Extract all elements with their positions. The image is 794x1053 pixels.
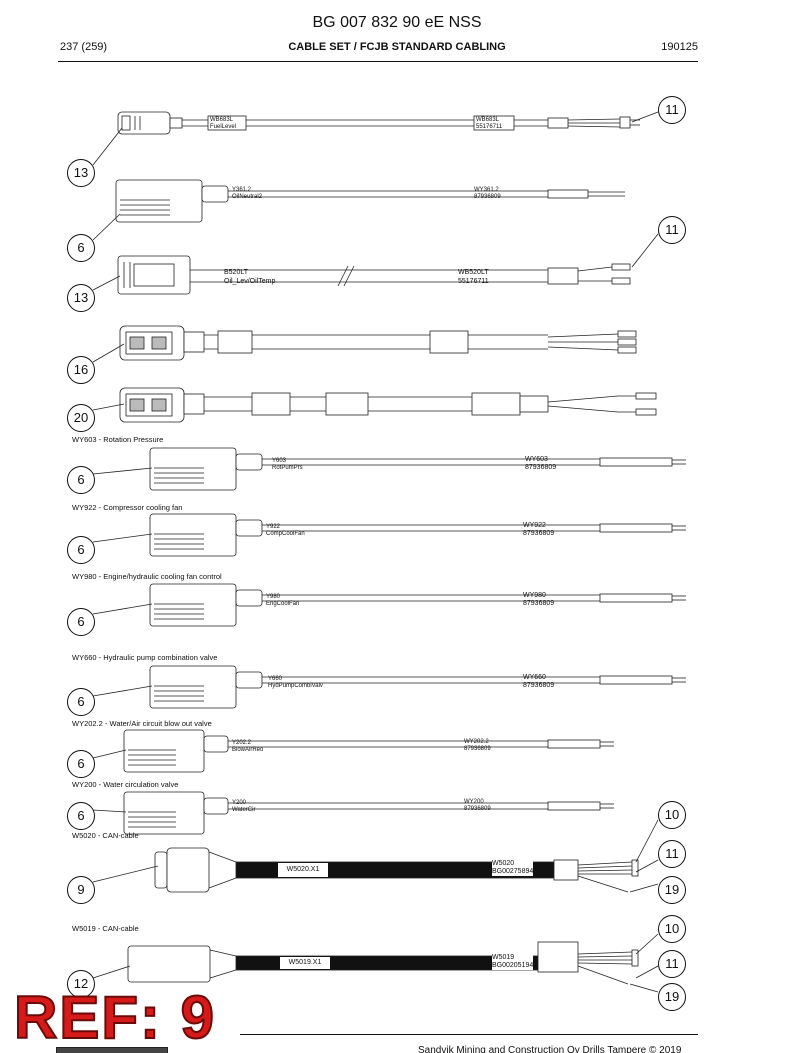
callout-balloon: 12	[67, 970, 95, 998]
callout-balloon: 19	[658, 876, 686, 904]
callout-balloon: 11	[658, 950, 686, 978]
callout-balloon: 13	[67, 284, 95, 312]
cable-wb683l	[117, 111, 640, 135]
section-heading-wy603: WY603 - Rotation Pressure	[72, 435, 164, 444]
cable-marker-w5020-x1: W5020.X1	[278, 863, 328, 877]
callout-balloon: 11	[658, 96, 686, 124]
callout-leaders	[92, 111, 659, 993]
callout-balloon: 6	[67, 536, 95, 564]
callout-balloon: 6	[67, 688, 95, 716]
cable-wy200	[123, 791, 614, 835]
cable-wy922	[149, 513, 686, 557]
cable-connector-16	[119, 325, 637, 361]
cable-wy660	[149, 665, 686, 709]
document-date: 190125	[661, 41, 698, 53]
callout-balloon: 10	[658, 801, 686, 829]
section-heading-wy980: WY980 - Engine/hydraulic cooling fan con…	[72, 572, 222, 581]
section-title: CABLE SET / FCJB STANDARD CABLING	[288, 41, 506, 53]
header-rule	[58, 61, 698, 62]
callout-balloon: 6	[67, 802, 95, 830]
section-heading-w5019: W5019 - CAN-cable	[72, 924, 139, 933]
footer-rule	[240, 1034, 698, 1035]
callout-balloon: 19	[658, 983, 686, 1011]
cable-connector-20	[119, 387, 657, 423]
cable-wy361-2	[115, 179, 625, 223]
cable-w5020	[154, 847, 639, 893]
section-heading-wy922: WY922 - Compressor cooling fan	[72, 503, 183, 512]
footer-copyright: Sandvik Mining and Construction Oy Drill…	[418, 1045, 682, 1053]
callout-balloon: 11	[658, 840, 686, 868]
callout-balloon: 9	[67, 876, 95, 904]
document-title: BG 007 832 90 eE NSS	[312, 14, 482, 31]
sandvik-logo	[56, 1047, 168, 1053]
callout-balloon: 6	[67, 234, 95, 262]
cable-marker-w5019-x1: W5019.X1	[280, 957, 330, 969]
section-heading-wy660: WY660 - Hydraulic pump combination valve	[72, 653, 218, 662]
section-heading-wy200: WY200 - Water circulation valve	[72, 780, 179, 789]
section-heading-wy202-2: WY202.2 - Water/Air circuit blow out val…	[72, 719, 212, 728]
callout-balloon: 10	[658, 915, 686, 943]
callout-balloon: 16	[67, 356, 95, 384]
callout-balloon: 6	[67, 466, 95, 494]
callout-balloon: 6	[67, 608, 95, 636]
cable-wy603	[149, 447, 686, 491]
page-number: 237 (259)	[60, 41, 108, 53]
cable-wy980	[149, 583, 686, 627]
callout-balloon: 11	[658, 216, 686, 244]
reference-stamp: REF: 9	[13, 984, 217, 1051]
cable-wb520lt	[117, 255, 631, 295]
section-heading-w5020: W5020 - CAN-cable	[72, 831, 139, 840]
callout-balloon: 20	[67, 404, 95, 432]
callout-balloon: 6	[67, 750, 95, 778]
cable-wy202-2	[123, 729, 614, 773]
callout-balloon: 13	[67, 159, 95, 187]
cable-w5019	[127, 941, 639, 985]
